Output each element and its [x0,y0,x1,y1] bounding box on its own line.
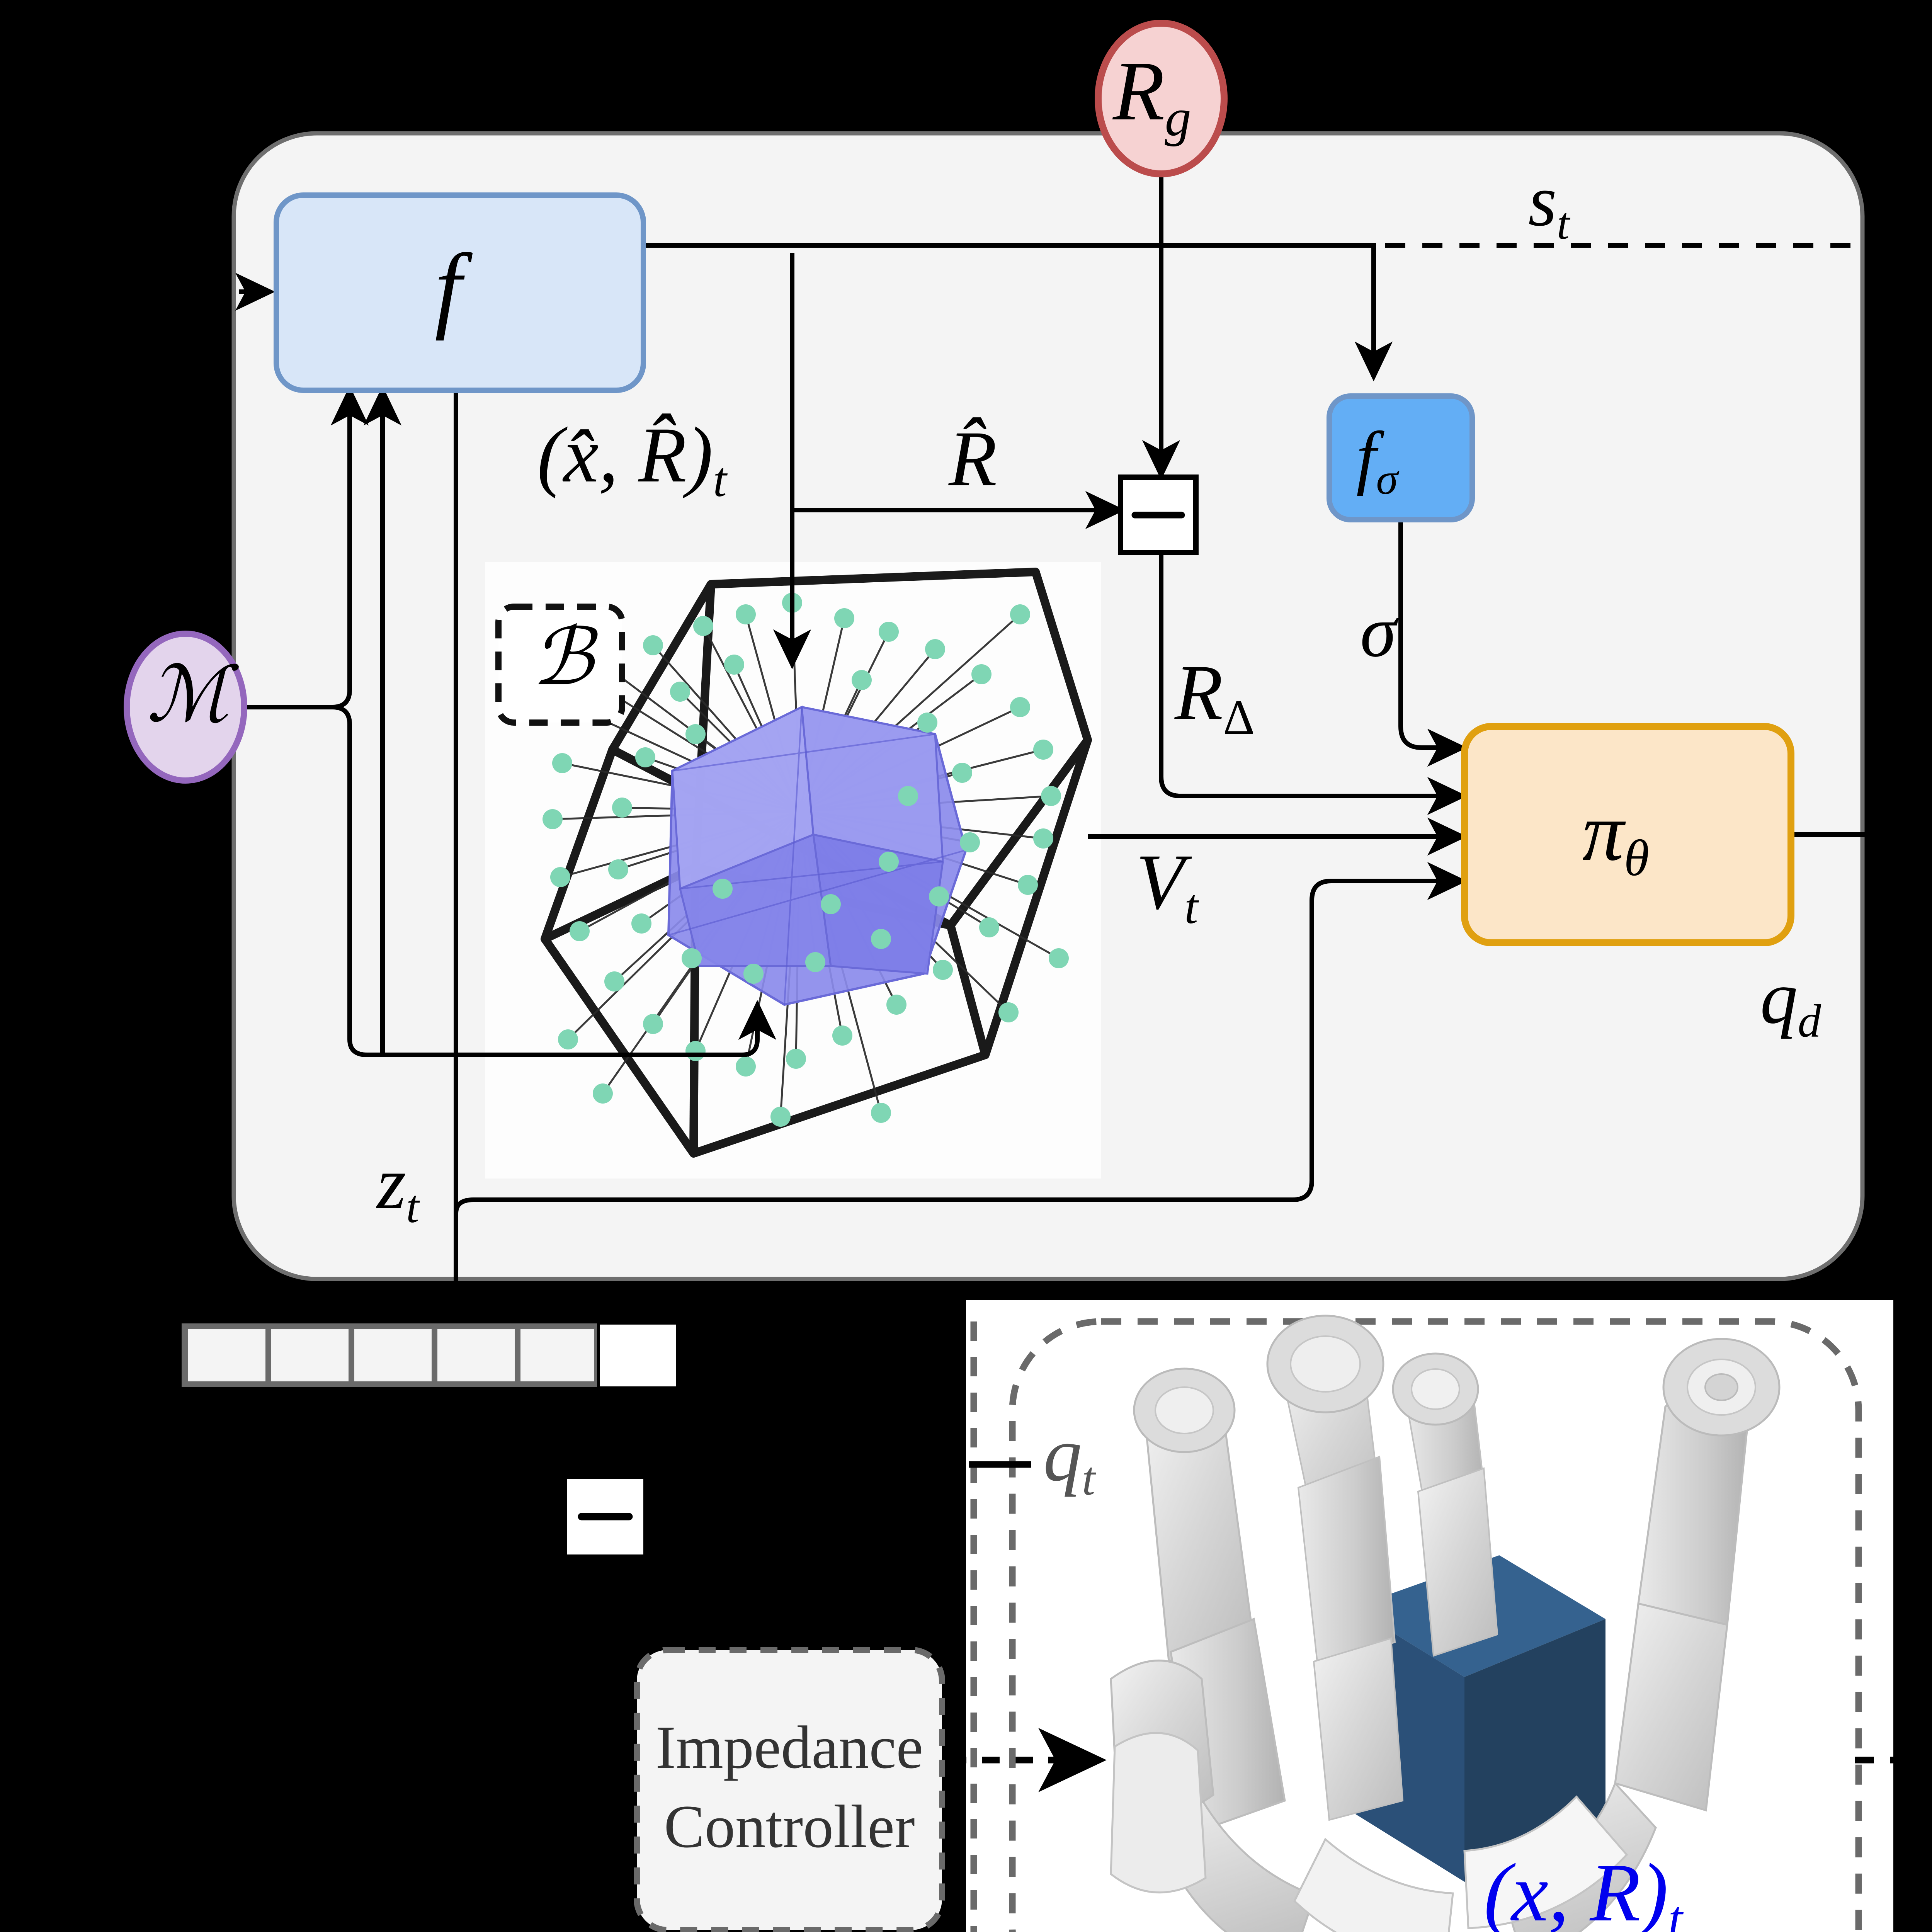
desired-joint-label: qd [1760,956,1821,1048]
hand-finger-right [1502,1338,1781,1932]
goal-rotation-label: Rg [1113,44,1191,147]
goal-rotation-node[interactable] [1095,20,1228,177]
bounding-box-label-box [495,604,625,726]
robot-hand-render [1110,1315,1781,1932]
wire-mesh-to-object [247,705,777,1057]
joint-state-label: qt [1043,1412,1095,1505]
policy-label: πθ [1582,786,1650,886]
joint-state-vector [182,1323,676,1387]
signal-wires [211,156,1893,1376]
visual-feature-label: Vt [1136,838,1198,934]
rotation-delta-label: RΔ [1175,649,1255,745]
hand-scene-border [1009,1318,1862,1932]
hand-fingertips [1110,1732,1628,1932]
pose-estimate-label: (x̂, R̂)t [537,411,727,507]
joint-error-minus-block [567,1479,643,1554]
rotation-estimate-label: R̂ [949,415,997,503]
object-pose-label: (x, R)t [1484,1846,1683,1932]
encoder-label: f [435,234,462,341]
mesh-label: ℳ [147,653,230,738]
latent-label: zt [377,1141,419,1233]
encoder-block[interactable] [274,192,646,393]
wire-rotation-delta-to-policy [1159,553,1468,815]
subtract-block [1118,474,1199,555]
hand-fingers-back [1266,1315,1498,1821]
wire-encoder-to-sigma-net [643,243,1393,382]
state-label: st [1528,160,1570,249]
wire-sigma-to-policy [1398,520,1468,767]
mesh-node[interactable] [124,631,247,784]
sigma-net-block[interactable] [1327,393,1475,522]
joint-feedback-guides [969,1321,1932,1932]
policy-block[interactable] [1461,723,1794,946]
sigma-net-label: fσ [1356,417,1398,504]
bounding-box-label: ℬ [531,614,594,702]
sigma-label: σ [1360,591,1396,672]
impedance-controller-block[interactable] [634,1647,945,1932]
object-mesh [667,706,968,1006]
wire-latent-to-policy [454,862,1468,1214]
impedance-controller-label: Impedance Controller [655,1714,923,1861]
